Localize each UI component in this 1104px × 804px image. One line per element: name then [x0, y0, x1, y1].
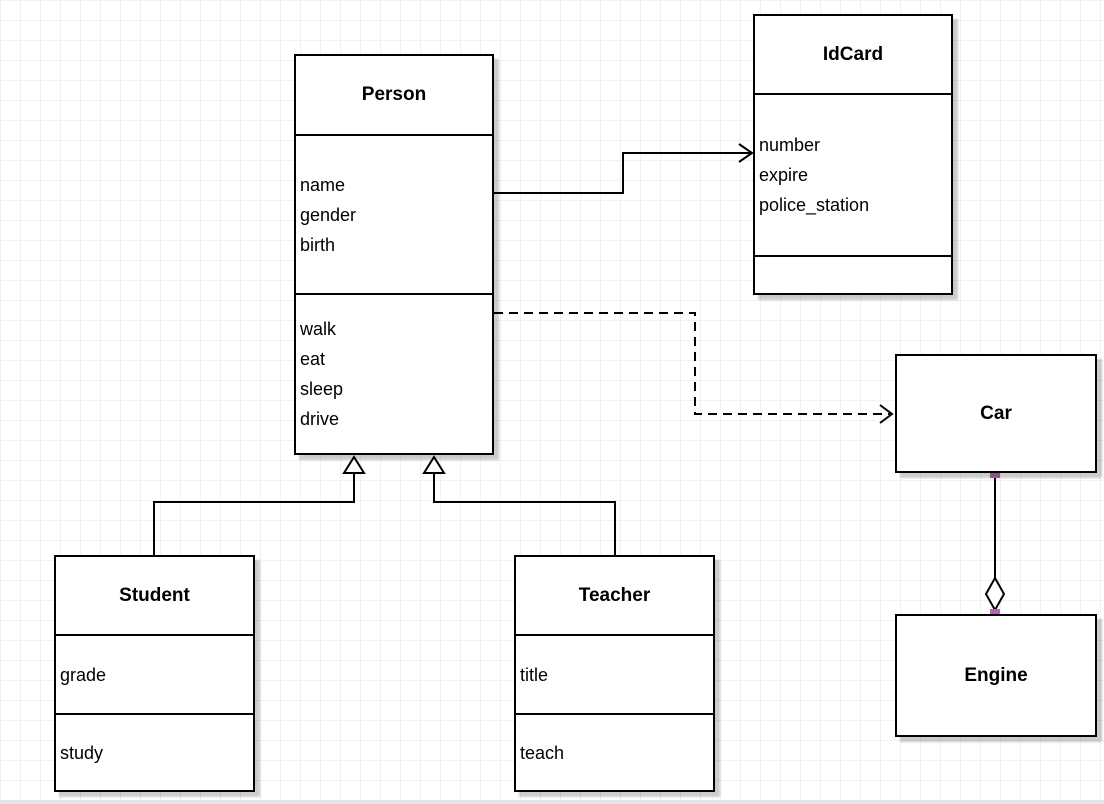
methods-compartment-empty	[755, 257, 951, 293]
class-node-student[interactable]: Student grade study	[54, 555, 255, 792]
method: teach	[520, 742, 565, 763]
attributes-compartment: number expire police_station	[755, 95, 951, 257]
class-node-engine[interactable]: Engine	[895, 614, 1097, 737]
class-title: Engine	[964, 664, 1028, 686]
attribute: birth	[300, 234, 336, 255]
attribute: police_station	[759, 195, 870, 215]
attribute: name	[300, 174, 346, 195]
canvas-bottom-edge	[0, 800, 1104, 804]
class-title: Teacher	[516, 557, 713, 636]
class-title: Car	[980, 402, 1012, 424]
edge-teacher-person[interactable]	[422, 455, 616, 555]
attribute: number	[759, 135, 821, 155]
method: eat	[300, 349, 326, 369]
edge-person-car[interactable]	[494, 312, 894, 424]
class-title: IdCard	[755, 16, 951, 95]
class-title: Person	[296, 56, 492, 136]
class-title: Student	[56, 557, 253, 636]
hollow-triangle-icon	[342, 455, 366, 474]
class-node-person[interactable]: Person name gender birth walk eat sleep …	[294, 54, 494, 455]
open-arrowhead-icon	[879, 404, 894, 424]
method: drive	[300, 409, 340, 429]
methods-compartment: walk eat sleep drive	[296, 295, 492, 453]
methods-compartment: study	[56, 715, 253, 790]
attribute: title	[520, 664, 549, 685]
attributes-compartment: title	[516, 636, 713, 715]
methods-compartment: teach	[516, 715, 713, 790]
attribute: gender	[300, 204, 357, 225]
attribute: grade	[60, 664, 107, 685]
attributes-compartment: name gender birth	[296, 136, 492, 295]
edge-student-person[interactable]	[153, 455, 366, 555]
edge-car-engine[interactable]	[984, 468, 1006, 619]
edge-person-idcard[interactable]	[494, 143, 754, 194]
attribute: expire	[759, 165, 809, 185]
attributes-compartment: grade	[56, 636, 253, 715]
hollow-diamond-icon	[984, 575, 1006, 613]
method: walk	[300, 319, 337, 339]
method: sleep	[300, 379, 344, 399]
method: study	[60, 742, 104, 763]
class-node-idcard[interactable]: IdCard number expire police_station	[753, 14, 953, 295]
class-node-teacher[interactable]: Teacher title teach	[514, 555, 715, 792]
open-arrowhead-icon	[738, 143, 754, 163]
class-node-car[interactable]: Car	[895, 354, 1097, 473]
hollow-triangle-icon	[422, 455, 446, 474]
